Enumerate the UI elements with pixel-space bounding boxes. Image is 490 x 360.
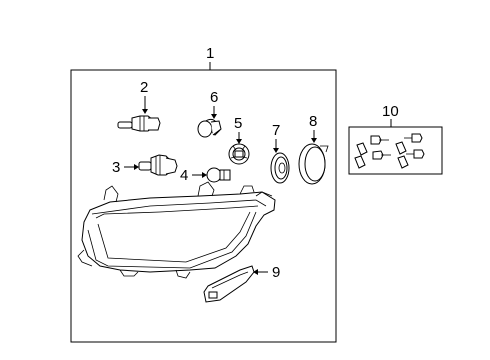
- callout-3: 3: [112, 159, 120, 176]
- callout-1: 1: [206, 45, 214, 62]
- callout-10: 10: [382, 103, 399, 120]
- callout-9: 9: [272, 264, 280, 281]
- bulb-3-icon: 3: [112, 154, 178, 176]
- bulb-socket-5-icon: 5: [228, 115, 250, 165]
- bulb-6-icon: 6: [197, 89, 222, 138]
- bulb-4-icon: 4: [180, 167, 231, 184]
- callout-6: 6: [210, 89, 218, 106]
- cap-8-icon: 8: [298, 113, 329, 185]
- assembly-box: [70, 69, 337, 343]
- bulb-2-icon: 2: [117, 79, 161, 132]
- callout-2: 2: [140, 79, 148, 96]
- headlamp-housing-icon: [77, 181, 276, 279]
- callout-5: 5: [234, 115, 242, 132]
- callout-8: 8: [309, 113, 317, 130]
- bracket-9-icon: 9: [203, 264, 280, 303]
- kit-box: [348, 126, 443, 175]
- callout-7: 7: [272, 122, 280, 139]
- callout-4: 4: [180, 167, 188, 184]
- cap-7-icon: 7: [270, 122, 290, 184]
- fastener-kit-10-icon: [354, 133, 425, 169]
